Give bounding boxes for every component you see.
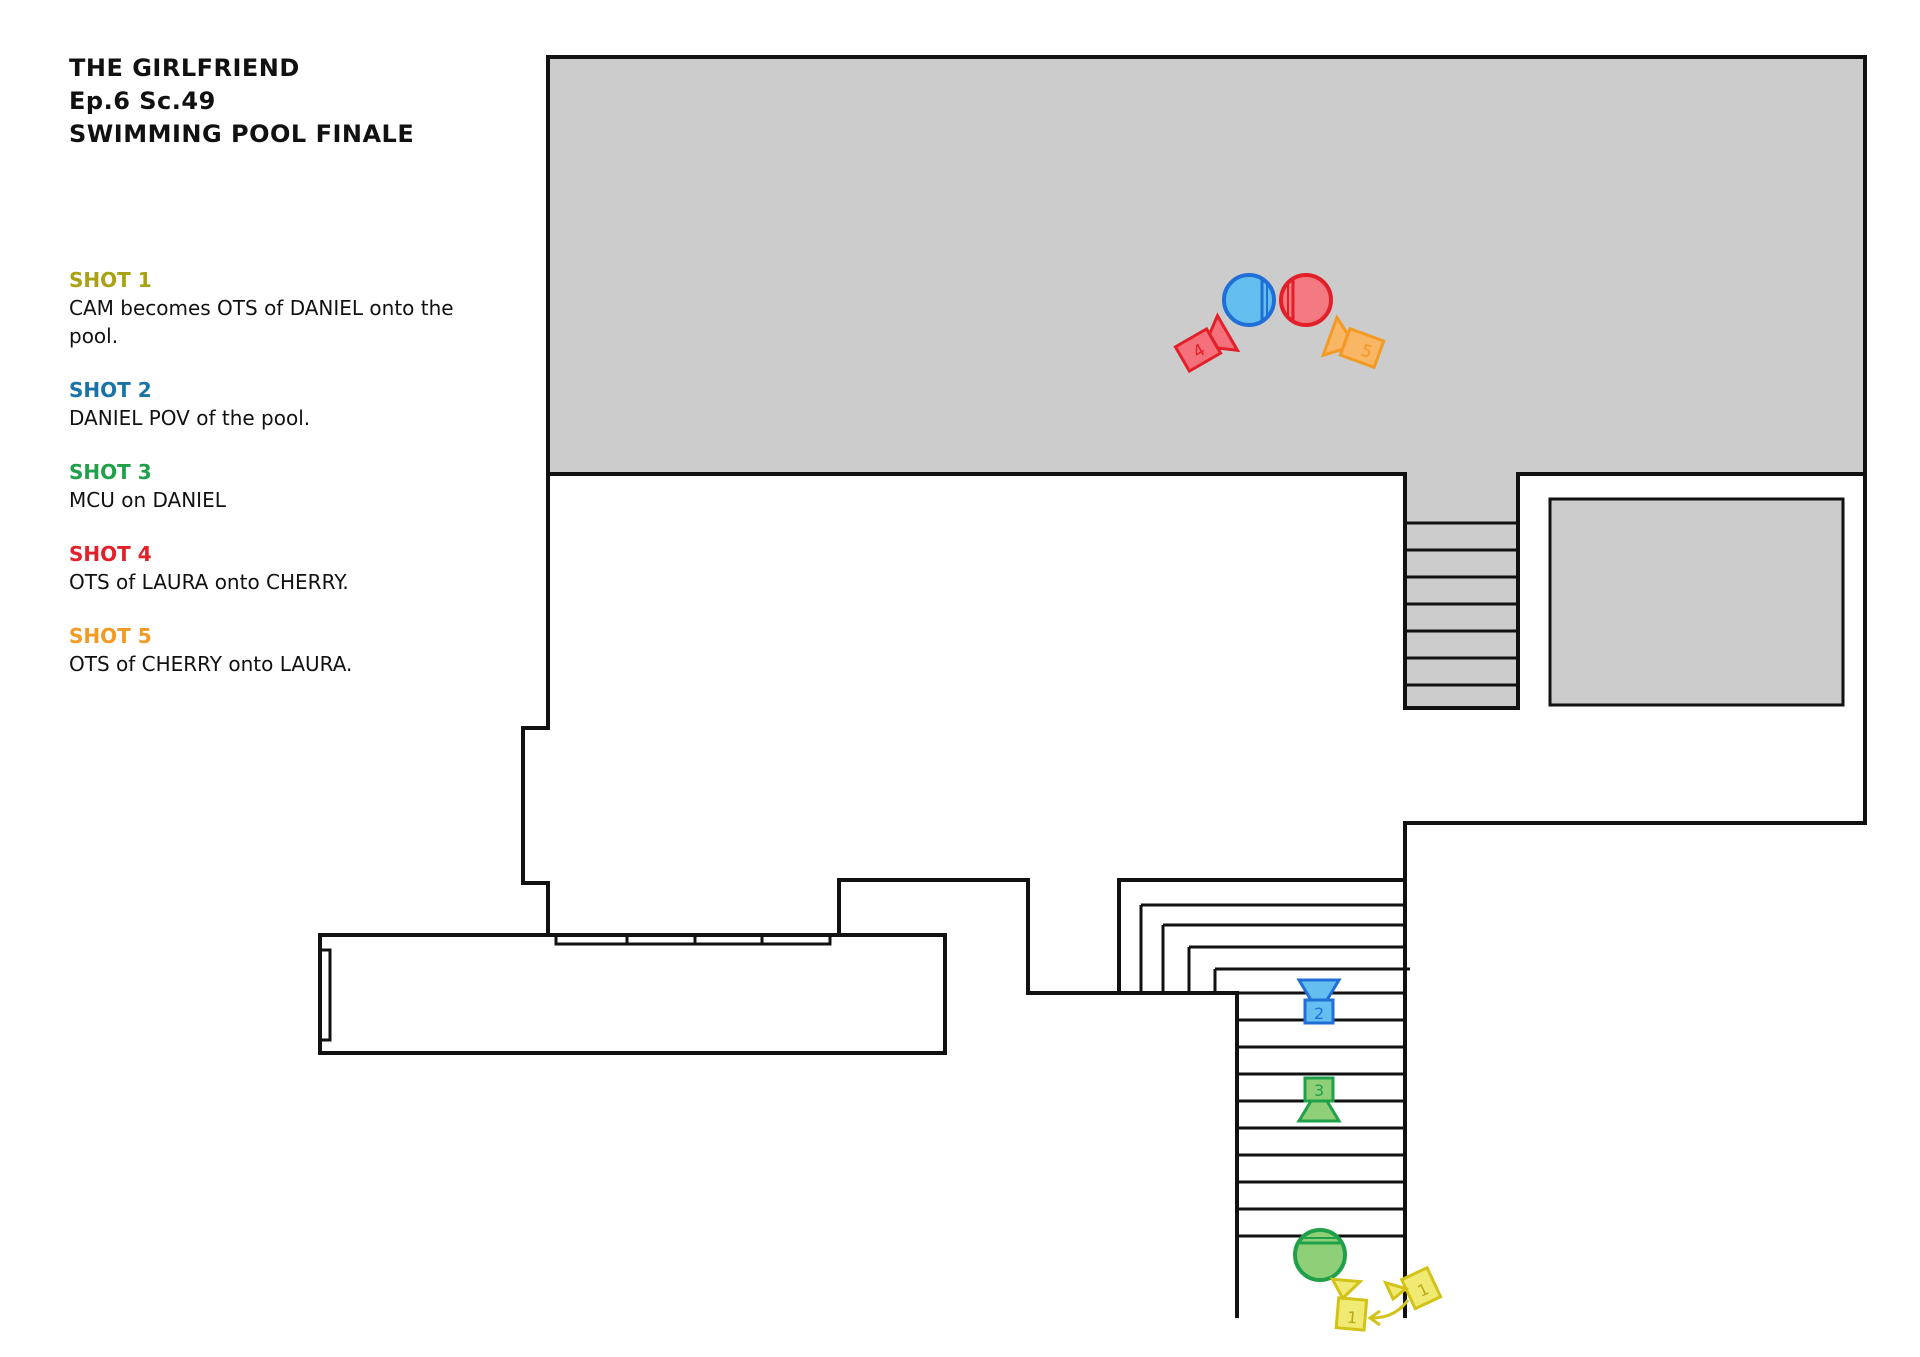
shot-entry-5: SHOT 5 OTS of CHERRY onto LAURA. bbox=[69, 622, 509, 678]
camera-number: 2 bbox=[1314, 1004, 1324, 1023]
spa-pool bbox=[1548, 497, 1845, 707]
shot-description: CAM becomes OTS of DANIEL onto the pool. bbox=[69, 296, 454, 348]
character-cherry bbox=[1279, 273, 1333, 327]
camera-shot-1-end: 1 bbox=[1329, 1277, 1369, 1332]
shot-legend: THE GIRLFRIEND Ep.6 Sc.49 SWIMMING POOL … bbox=[69, 52, 509, 704]
shot-description: DANIEL POV of the pool. bbox=[69, 406, 311, 430]
camera-shot-1-start: 1 bbox=[1382, 1265, 1443, 1311]
camera-shot-3: 3 bbox=[1296, 1076, 1342, 1123]
shot-description: OTS of LAURA onto CHERRY. bbox=[69, 570, 349, 594]
pool-steps-fill bbox=[1405, 474, 1518, 708]
west-wall bbox=[521, 474, 1405, 995]
character-laura bbox=[1222, 273, 1276, 327]
shot-label: SHOT 5 bbox=[69, 624, 152, 648]
camera-shot-4: 4 bbox=[1173, 312, 1241, 374]
shot-entry-4: SHOT 4 OTS of LAURA onto CHERRY. bbox=[69, 540, 509, 596]
camera-move-arrowhead bbox=[1367, 1309, 1381, 1327]
swimming-pool bbox=[548, 57, 1865, 474]
annex-outline bbox=[318, 933, 947, 1055]
episode-scene: Ep.6 Sc.49 bbox=[69, 87, 216, 115]
camera-number: 3 bbox=[1314, 1081, 1324, 1100]
camera-number: 1 bbox=[1346, 1308, 1358, 1328]
annex-window bbox=[554, 935, 832, 946]
shot-description: MCU on DANIEL bbox=[69, 488, 226, 512]
script-title: THE GIRLFRIEND bbox=[69, 54, 300, 82]
staircase-wall bbox=[1119, 991, 1239, 1318]
camera-shot-5: 5 bbox=[1320, 314, 1386, 370]
shot-label: SHOT 4 bbox=[69, 542, 152, 566]
camera-shot-2: 2 bbox=[1296, 978, 1342, 1025]
pool-edge bbox=[548, 472, 1865, 710]
camera-move-arrow bbox=[1371, 1299, 1410, 1320]
shot-label: SHOT 2 bbox=[69, 378, 152, 402]
shot-entry-1: SHOT 1 CAM becomes OTS of DANIEL onto th… bbox=[69, 266, 509, 350]
shot-label: SHOT 3 bbox=[69, 460, 152, 484]
shot-list: SHOT 1 CAM becomes OTS of DANIEL onto th… bbox=[69, 266, 509, 678]
pool-stair-lines bbox=[1405, 521, 1518, 687]
scene-name: SWIMMING POOL FINALE bbox=[69, 120, 415, 148]
stair-lines bbox=[1237, 1018, 1405, 1238]
character-daniel bbox=[1293, 1228, 1347, 1282]
shot-label: SHOT 1 bbox=[69, 268, 152, 292]
annex-door bbox=[318, 948, 332, 1042]
shot-entry-2: SHOT 2 DANIEL POV of the pool. bbox=[69, 376, 509, 432]
staircase bbox=[1139, 903, 1410, 995]
shot-entry-3: SHOT 3 MCU on DANIEL bbox=[69, 458, 509, 514]
shot-description: OTS of CHERRY onto LAURA. bbox=[69, 652, 353, 676]
